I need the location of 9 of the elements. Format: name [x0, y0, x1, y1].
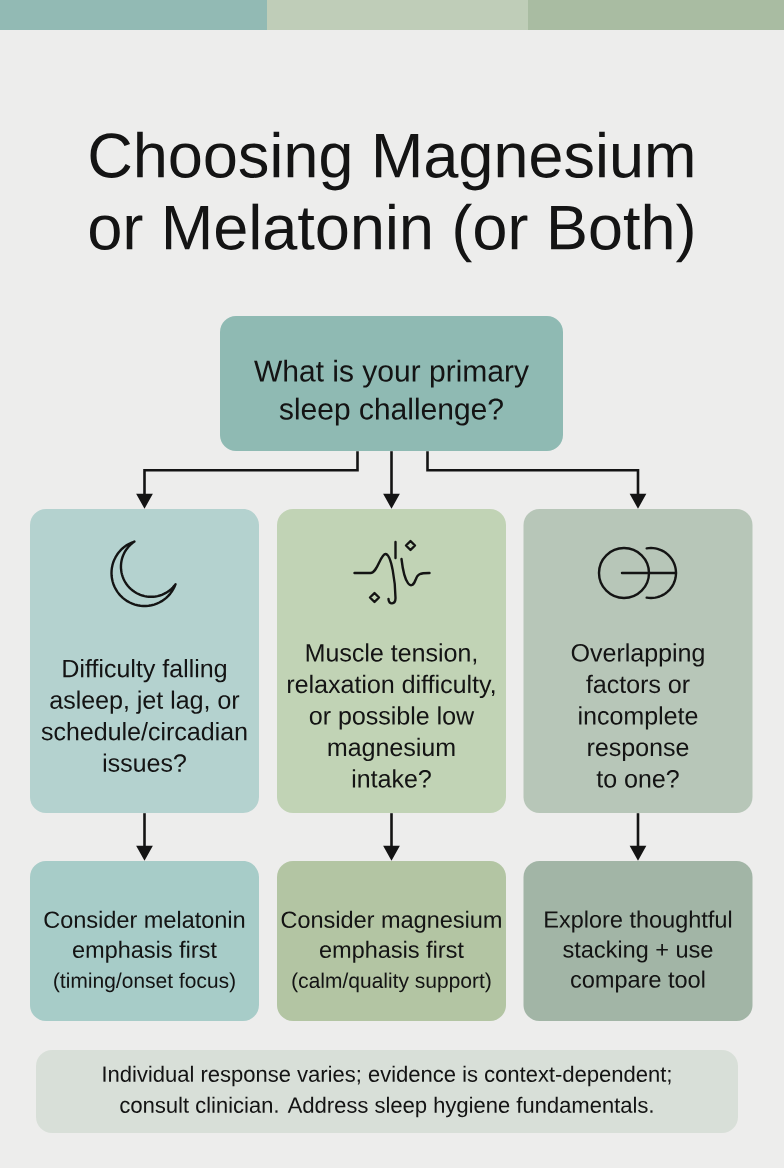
question-box: What is your primary sleep challenge?: [220, 316, 563, 451]
recommendation-card: Consider melatonin emphasis first (timing/onset focus): [30, 861, 259, 1021]
option-card: Difficulty falling asleep, jet lag, or schedule/circadian issues?: [30, 509, 259, 813]
recommendation-card: Consider magnesium emphasis first (calm/quality support): [277, 861, 506, 1021]
recommendation-card: Explore thoughtful stacking + use compare tool: [523, 861, 753, 1021]
option-card: Muscle tension, relaxation difficulty, or possible low magnesium intake?: [277, 509, 506, 813]
option-card: Overlapping factors or incomplete response to one?: [523, 509, 753, 813]
title: Choosing Magnesium or Melatonin (or Both): [90, 131, 693, 263]
note-box: Individual response varies; evidence is context-dependent; consult clinician. Address sleep hygiene fundamentals.: [36, 1050, 738, 1133]
